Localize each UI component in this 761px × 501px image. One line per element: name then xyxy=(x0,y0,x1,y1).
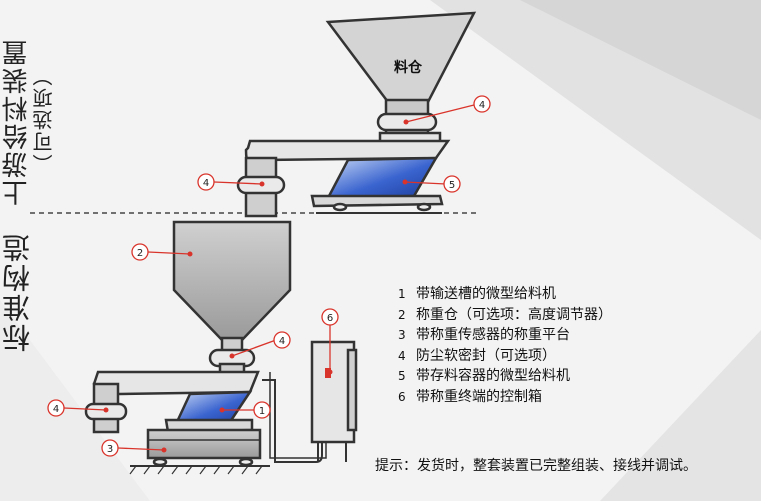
callout-6: 6 xyxy=(327,313,333,324)
legend-number: 6 xyxy=(398,389,406,404)
callout-4-weigh-hopper: 4 xyxy=(279,336,285,347)
legend-item: 6 带称重终端的控制箱 xyxy=(398,387,612,408)
legend-item: 2 称重仓（可选项：高度调节器） xyxy=(398,305,612,326)
weighing-platform xyxy=(129,428,270,475)
legend-number: 5 xyxy=(398,369,406,383)
legend-text: 带存料容器的微型给料机 xyxy=(416,368,570,384)
callout-numbers: 4 4 5 2 4 4 1 3 6 xyxy=(53,100,485,455)
upstream-feeder-container xyxy=(310,156,444,214)
delivery-note: 提示：发货时，整套装置已完整组装、接线并调试。 xyxy=(375,458,697,474)
legend-text: 带输送槽的微型给料机 xyxy=(416,286,556,302)
callout-4-feeder: 4 xyxy=(53,404,59,415)
callout-3: 3 xyxy=(107,444,113,455)
legend-item: 4 防尘软密封（可选项） xyxy=(398,346,612,367)
upstream-hopper xyxy=(325,11,477,144)
upstream-feeder-label: 上游给料装置 xyxy=(2,38,32,206)
weigh-hopper xyxy=(172,220,292,378)
micro-feeder-trough xyxy=(84,370,260,434)
legend-number: 2 xyxy=(398,307,406,322)
standard-construction-label: 标准构造 xyxy=(1,232,34,352)
callout-4-upstream-trough: 4 xyxy=(203,178,209,189)
component-legend: 1 带输送槽的微型给料机 2 称重仓（可选项：高度调节器） 3 带称重传感器的称重平台… xyxy=(398,284,612,407)
legend-item: 5 带存料容器的微型给料机 xyxy=(398,366,612,387)
callout-5: 5 xyxy=(449,180,455,191)
legend-number: 1 xyxy=(398,287,406,301)
hopper-label: 料仓 xyxy=(394,59,423,76)
callout-4-upstream-hopper: 4 xyxy=(479,100,485,111)
legend-text: 称重仓（可选项：高度调节器） xyxy=(416,306,612,323)
callout-leaders xyxy=(63,103,479,451)
callout-dots xyxy=(103,119,409,453)
callout-2: 2 xyxy=(137,248,143,259)
callout-circles xyxy=(47,95,491,457)
legend-text: 带称重传感器的称重平台 xyxy=(416,327,570,343)
legend-text: 防尘软密封（可选项） xyxy=(416,347,556,364)
legend-item: 1 带输送槽的微型给料机 xyxy=(398,284,612,305)
legend-item: 3 带称重传感器的称重平台 xyxy=(398,325,612,346)
legend-number: 3 xyxy=(398,328,406,342)
legend-text: 带称重终端的控制箱 xyxy=(416,388,542,405)
control-cabinet xyxy=(262,340,358,463)
upstream-optional-label: （可选项） xyxy=(32,64,56,174)
callout-1: 1 xyxy=(259,406,265,417)
legend-number: 4 xyxy=(398,348,406,363)
